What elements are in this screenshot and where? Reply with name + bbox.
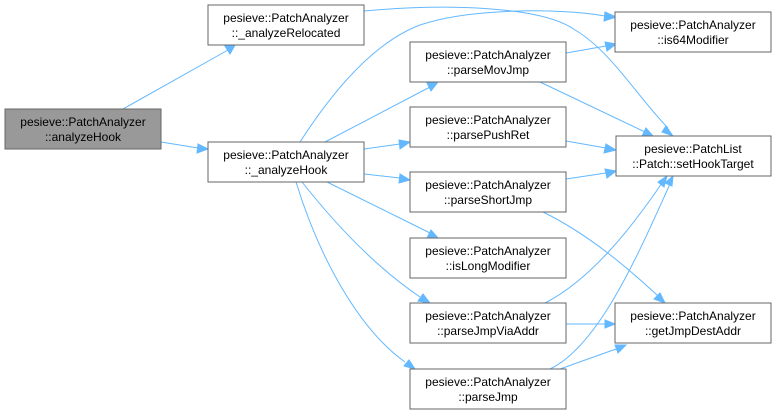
edge-_analyzeHook-to-parseShortJmp	[363, 173, 412, 184]
node-_analyzeHook[interactable]: pesieve::PatchAnalyzer ::_analyzeHook	[207, 141, 365, 183]
node-label: ::isLongModifier	[446, 259, 531, 273]
node-label: ::parsePushRet	[447, 128, 530, 142]
node-label: ::_analyzeRelocated	[232, 26, 341, 40]
node-label: pesieve::PatchAnalyzer	[425, 178, 550, 192]
edge-analyzeHook-to-analyzeRelocated	[122, 44, 236, 110]
node-_analyzeRelocated[interactable]: pesieve::PatchAnalyzer ::_analyzeRelocat…	[207, 4, 365, 46]
node-label: pesieve::PatchAnalyzer	[425, 48, 550, 62]
node-label: ::analyzeHook	[45, 130, 122, 144]
node-getJmpDestAddr[interactable]: pesieve::PatchAnalyzer ::getJmpDestAddr	[614, 302, 772, 344]
node-parseJmp[interactable]: pesieve::PatchAnalyzer ::parseJmp	[409, 368, 567, 410]
node-analyzeHook[interactable]: pesieve::PatchAnalyzer ::analyzeHook	[4, 108, 162, 150]
node-label: ::parseShortJmp	[444, 193, 532, 207]
node-parseShortJmp[interactable]: pesieve::PatchAnalyzer ::parseShortJmp	[409, 171, 567, 213]
node-label: pesieve::PatchAnalyzer	[223, 11, 348, 25]
node-label: ::_analyzeHook	[245, 163, 329, 177]
edge-parseJmpViaAddr-to-setHookTarget	[544, 174, 668, 304]
node-parseJmpViaAddr[interactable]: pesieve::PatchAnalyzer ::parseJmpViaAddr	[409, 302, 567, 344]
node-label: ::is64Modifier	[657, 33, 728, 47]
node-label: pesieve::PatchAnalyzer	[425, 309, 550, 323]
edge-parsePushRet-to-setHookTarget	[565, 140, 618, 154]
edge-parseShortJmp-to-setHookTarget	[565, 168, 618, 180]
node-is64Modifier[interactable]: pesieve::PatchAnalyzer ::is64Modifier	[614, 11, 772, 53]
edge-analyzeHook-to-_analyzeHook	[160, 141, 210, 154]
edge-_analyzeHook-to-parseJmpViaAddr	[301, 181, 432, 304]
edges	[122, 6, 675, 370]
node-label: ::parseJmpViaAddr	[437, 324, 539, 338]
edge-parseJmp-to-setHookTarget	[549, 174, 674, 370]
edge-parseMovJmp-to-is64Modifier	[565, 41, 618, 54]
edge-analyzeRelocated-to-setHookTarget	[363, 6, 675, 138]
node-setHookTarget[interactable]: pesieve::PatchList ::Patch::setHookTarge…	[615, 135, 772, 177]
node-label: pesieve::PatchAnalyzer	[630, 18, 755, 32]
node-parseMovJmp[interactable]: pesieve::PatchAnalyzer ::parseMovJmp	[409, 41, 567, 83]
edge-parseJmp-to-getJmpDestAddr	[559, 344, 628, 370]
node-label: pesieve::PatchAnalyzer	[630, 309, 755, 323]
node-label: pesieve::PatchAnalyzer	[425, 244, 550, 258]
edge-parseJmpViaAddr-to-getJmpDestAddr	[566, 319, 617, 329]
node-label: pesieve::PatchAnalyzer	[223, 148, 348, 162]
node-isLongModifier[interactable]: pesieve::PatchAnalyzer ::isLongModifier	[409, 237, 567, 279]
node-parsePushRet[interactable]: pesieve::PatchAnalyzer ::parsePushRet	[409, 106, 567, 148]
node-label: ::parseMovJmp	[447, 63, 529, 77]
node-label: pesieve::PatchAnalyzer	[425, 375, 550, 389]
node-label: ::Patch::setHookTarget	[632, 157, 754, 171]
node-label: pesieve::PatchAnalyzer	[20, 115, 145, 129]
node-label: ::getJmpDestAddr	[645, 324, 741, 338]
node-label: pesieve::PatchAnalyzer	[425, 113, 550, 127]
edge-_analyzeHook-to-is64Modifier	[299, 10, 618, 143]
node-label: pesieve::PatchList	[644, 142, 742, 156]
node-label: ::parseJmp	[458, 390, 518, 404]
edge-_analyzeHook-to-parsePushRet	[363, 139, 412, 150]
edge-_analyzeHook-to-parseJmp	[295, 181, 417, 370]
